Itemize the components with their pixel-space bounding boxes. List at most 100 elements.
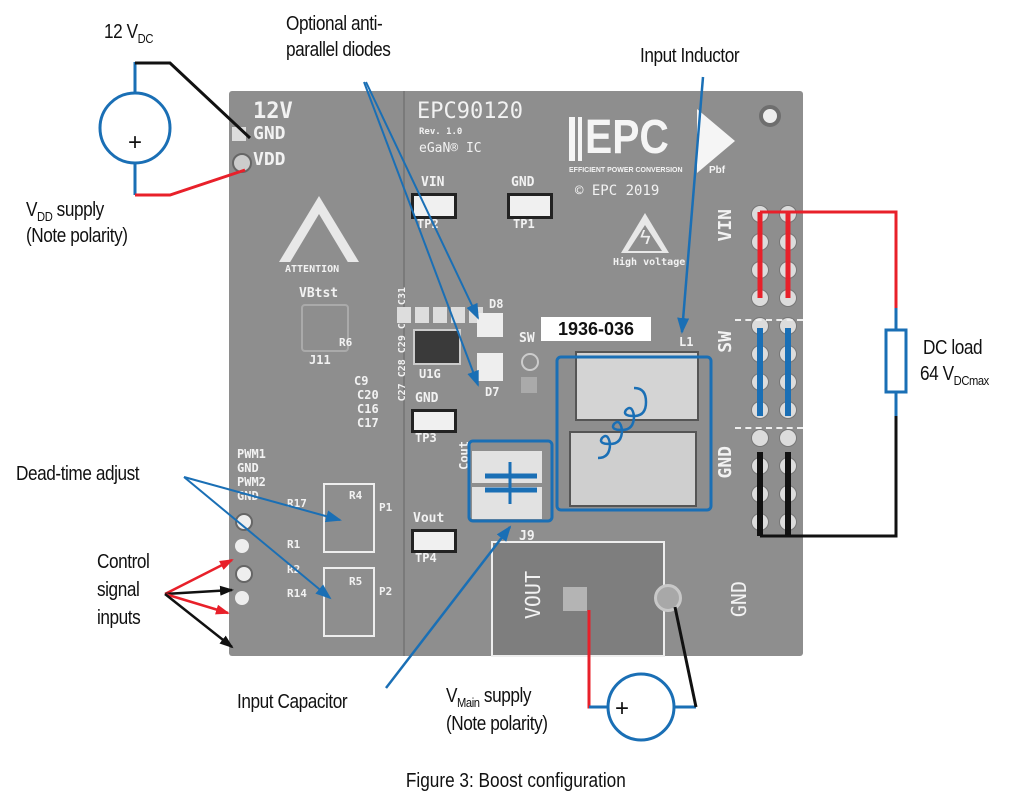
control-arrow-pwm2 — [164, 592, 230, 615]
label-anti-parallel-1: Optional anti- — [286, 13, 383, 35]
logo-bar — [569, 117, 575, 161]
label-dead-time: Dead-time adjust — [16, 463, 140, 485]
vdd-plus-sign: + — [128, 129, 142, 156]
logo-arrow-icon — [697, 109, 735, 173]
neg-test-pad — [521, 377, 537, 393]
cap — [433, 307, 447, 323]
vdd-wire — [135, 168, 246, 197]
silk-vdd: VDD — [253, 149, 286, 170]
pin-pwm1 — [235, 513, 253, 531]
capacitor-highlight-box — [467, 439, 554, 523]
silk-sw: SW — [519, 331, 535, 346]
silk-r5: R5 — [349, 575, 363, 588]
board-egan: eGaN® IC — [419, 141, 482, 156]
pcb-left-region — [229, 91, 405, 656]
silk-tp3: TP3 — [415, 431, 437, 445]
inductor-arrow — [677, 76, 705, 334]
header-divider — [735, 427, 803, 429]
figure-caption: Figure 3: Boost configuration — [0, 770, 1031, 793]
silk-high-voltage: High voltage — [613, 257, 686, 268]
d8-diode — [477, 313, 503, 337]
silk-c16: C16 — [357, 402, 379, 416]
silk-p1: P1 — [379, 501, 393, 514]
j11-header — [301, 304, 349, 352]
board-copyright: © EPC 2019 — [575, 183, 660, 199]
label-control-2: signal — [97, 579, 140, 601]
control-arrow-gnd-b — [164, 593, 234, 649]
control-arrow-pwm1 — [164, 558, 234, 596]
deadtime-arrow-r4 — [183, 476, 342, 523]
silk-r1: R1 — [287, 538, 301, 551]
label-control-3: inputs — [97, 607, 141, 629]
gnd-terminal — [654, 584, 682, 612]
label-vmain-supply: VMain supply — [446, 685, 532, 710]
logo-text: EPC — [585, 111, 669, 164]
silk-vbtst: VBtst — [299, 286, 339, 301]
vmain-source-symbol — [587, 606, 698, 742]
u1g-ic — [413, 329, 461, 365]
load-wire-positive — [760, 210, 898, 308]
tp3-pad — [411, 409, 457, 433]
p1-pot — [323, 483, 375, 553]
silk-tp1: TP1 — [513, 217, 535, 231]
tp1-pad — [507, 193, 553, 219]
silk-c20: C20 — [357, 388, 379, 402]
p2-pot — [323, 567, 375, 637]
silk-d7: D7 — [485, 385, 500, 399]
silk-vin-tp: VIN — [421, 175, 445, 190]
pcb-board: 12V GND VDD ATTENTION VBtst J11 R6 C9 C2… — [229, 91, 803, 657]
label-12vdc: 12 VDC — [104, 21, 153, 46]
silk-vout-tp: Vout — [413, 511, 445, 526]
header-divider — [735, 319, 803, 321]
silk-pwm2: PWM2 — [237, 475, 266, 489]
inductor-highlight-box — [555, 355, 713, 512]
diode-arrow-d7 — [363, 81, 479, 387]
label-input-inductor: Input Inductor — [640, 45, 740, 67]
cap — [451, 307, 465, 323]
inductor-pad-bottom — [569, 431, 697, 507]
lightning-icon: ϟ — [640, 227, 651, 249]
diode-arrow-d8 — [365, 81, 479, 320]
silk-tp2: TP2 — [417, 217, 439, 231]
silk-j11: J11 — [309, 353, 331, 367]
pbf-mark: Pbf — [709, 165, 726, 176]
silk-r4: R4 — [349, 489, 363, 502]
control-arrow-gnd-a — [164, 585, 234, 596]
mounting-hole — [759, 105, 781, 127]
cap — [415, 307, 429, 323]
vmain-wire-negative — [673, 606, 698, 708]
label-vmain-polarity: (Note polarity) — [446, 713, 548, 735]
label-input-capacitor: Input Capacitor — [237, 691, 348, 713]
header-pin — [779, 429, 797, 447]
pin-gnd-a — [235, 539, 249, 553]
gnd-wire — [135, 61, 252, 140]
silk-gnd: GND — [253, 123, 286, 144]
logo-tagline: EFFICIENT POWER CONVERSION — [569, 167, 683, 174]
silk-j9: J9 — [519, 529, 535, 544]
sw-test-pad — [521, 353, 539, 371]
vmain-wire-positive — [587, 610, 608, 709]
logo-bar — [578, 117, 582, 161]
vout-output-area — [491, 541, 665, 657]
tp2-pad — [411, 193, 457, 219]
inductor-coil-icon — [597, 386, 648, 460]
silk-r6: R6 — [339, 336, 353, 349]
capacitor-arrow — [385, 525, 512, 689]
deadtime-arrow-r5 — [183, 476, 332, 600]
high-voltage-inner — [628, 225, 662, 251]
silk-r14: R14 — [287, 587, 307, 600]
silk-l1: L1 — [679, 335, 694, 349]
label-dc-load-voltage: 64 VDCmax — [920, 363, 989, 388]
silk-c9: C9 — [354, 374, 369, 388]
label-anti-parallel-2: parallel diodes — [286, 39, 391, 61]
board-name: EPC90120 — [417, 99, 523, 124]
pin-gnd-b — [235, 591, 249, 605]
silk-attention: ATTENTION — [285, 264, 340, 275]
vout-terminal — [563, 587, 587, 611]
silk-c17: C17 — [357, 416, 379, 430]
pin-pwm2 — [235, 565, 253, 583]
silk-gnd-tp: GND — [511, 175, 535, 190]
vdd-source-symbol — [98, 61, 252, 197]
d7-diode — [477, 353, 503, 381]
